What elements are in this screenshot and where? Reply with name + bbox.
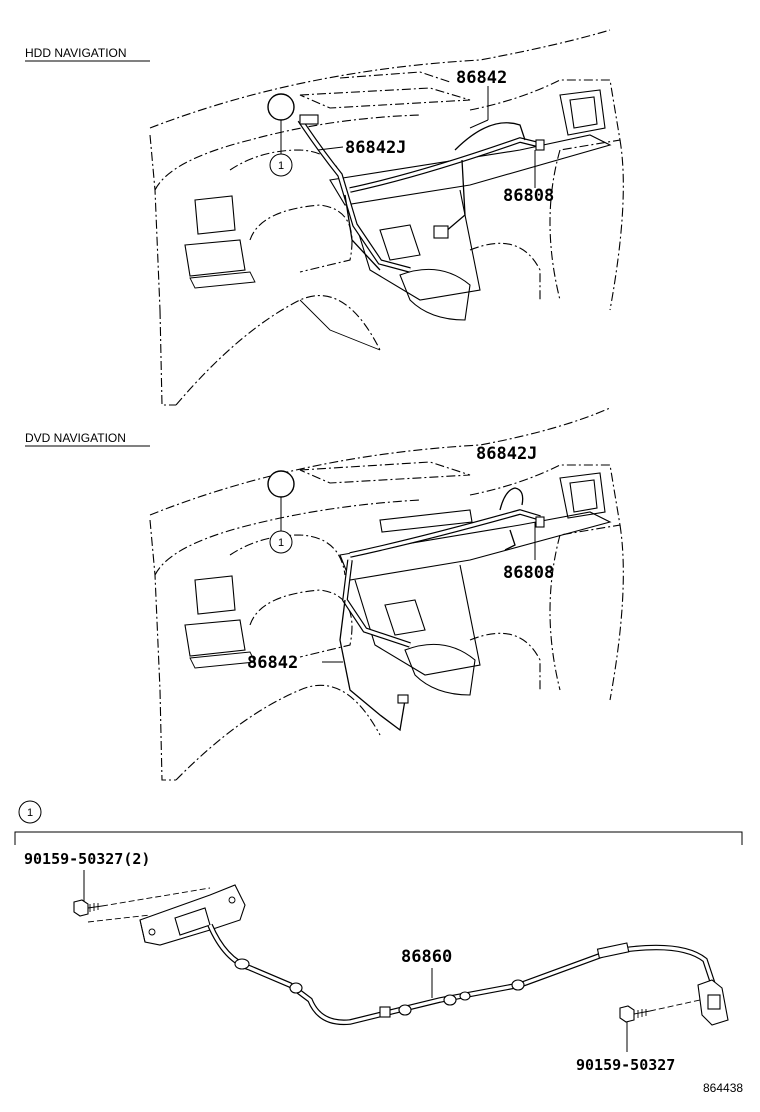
antenna-connector-block (697, 979, 729, 1026)
dvd-label-86842J: 86842J (476, 444, 537, 464)
detail-label-cable: 86860 (401, 947, 452, 967)
dvd-label-86808: 86808 (503, 563, 554, 583)
hdd-dashboard-outline (149, 29, 624, 406)
hdd-center-console (184, 89, 612, 351)
hdd-callout-circle (269, 153, 293, 177)
dvd-navigation-title: DVD NAVIGATION (25, 431, 126, 445)
hdd-connector-center (433, 225, 449, 239)
navigation-antenna-bracket (139, 884, 246, 946)
dvd-connector-bottom (397, 694, 409, 704)
dvd-callout: 1 (267, 470, 295, 554)
bolt-top-icon (73, 899, 103, 917)
diagram-code: 864438 (703, 1081, 743, 1095)
dvd-callout-circle (269, 530, 293, 554)
hdd-part-location-marker (267, 93, 295, 121)
dvd-leaders (322, 522, 536, 663)
dvd-dashboard-outline (149, 407, 624, 781)
hdd-navigation-section: HDD NAVIGATION (25, 29, 624, 406)
hdd-label-86808: 86808 (503, 186, 554, 206)
dvd-connector-right (535, 516, 545, 528)
dvd-part-location-marker (267, 470, 295, 498)
dvd-navigation-section: DVD NAVIGATION (25, 407, 624, 781)
hdd-label-86842J: 86842J (345, 138, 406, 158)
dvd-callout-number: 1 (278, 537, 284, 549)
dvd-label-86842: 86842 (247, 653, 298, 673)
bolt-bottom-icon (619, 1005, 651, 1023)
detail-section: 1 90159-50327(2) (14, 800, 743, 1095)
detail-label-bolt-top: 90159-50327(2) (24, 850, 150, 868)
detail-callout-circle (18, 800, 42, 824)
antenna-cable (207, 923, 718, 1026)
detail-label-bolt-bottom: 90159-50327 (576, 1056, 675, 1074)
hdd-label-86842: 86842 (456, 68, 507, 88)
hdd-leaders (317, 86, 536, 188)
dvd-wire-harness (339, 487, 545, 732)
detail-bracket (14, 831, 743, 845)
hdd-connector-right (535, 139, 545, 151)
hdd-callout: 1 (267, 93, 295, 177)
hdd-wire-harness (297, 114, 545, 273)
detail-callout-number: 1 (27, 807, 33, 819)
hdd-connector-top (299, 114, 319, 125)
hdd-navigation-title: HDD NAVIGATION (25, 46, 127, 60)
hdd-callout-number: 1 (278, 160, 284, 172)
